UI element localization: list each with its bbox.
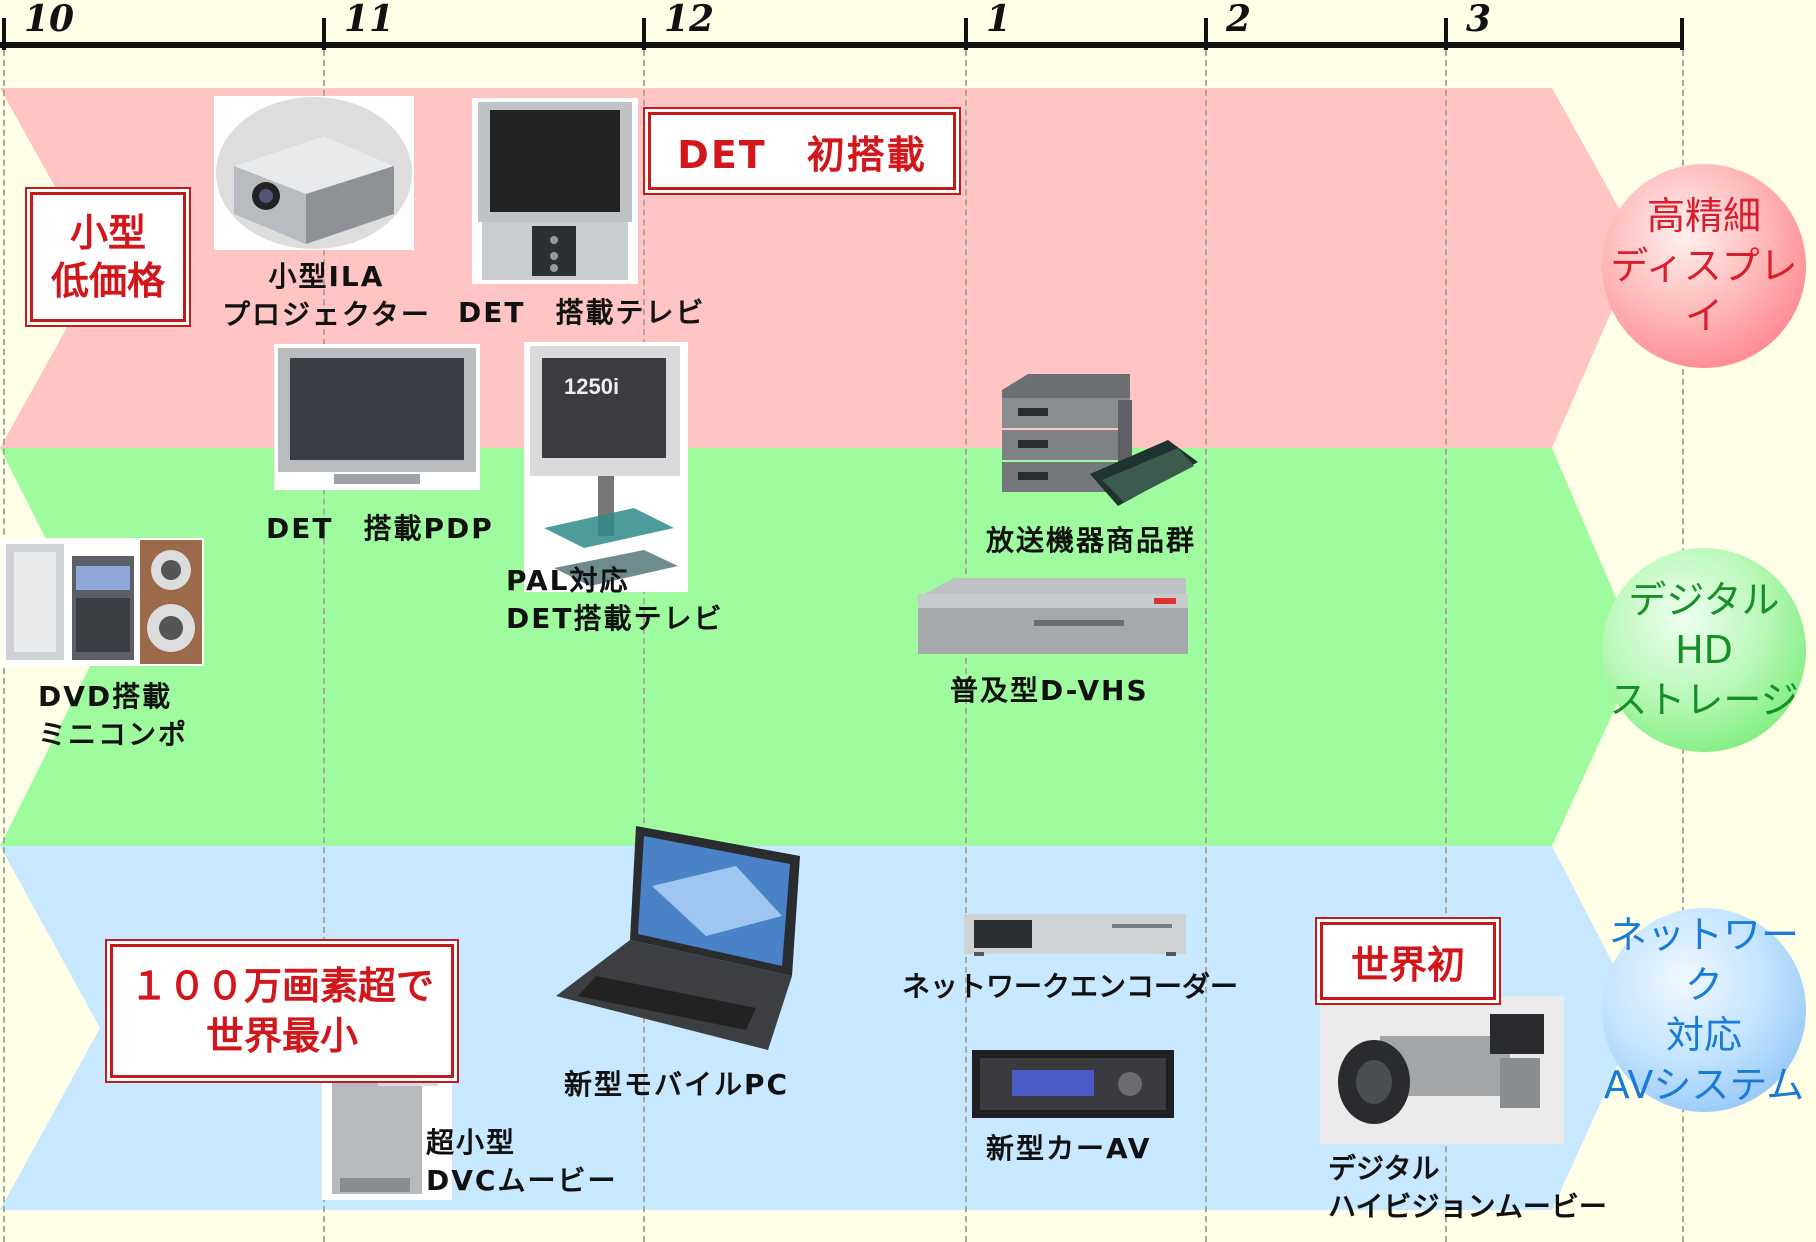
label-dvhs: 普及型D-VHS [950,674,1149,707]
label-hd-movie: デジタル ハイビジョンムービー [1328,1152,1607,1223]
month-label: 10 [24,0,75,40]
label-ila-projector: 小型ILA プロジェクター [222,260,431,331]
tick-12 [642,18,646,50]
pal-tv-image: 1250i [524,342,688,592]
category-circle-storage: デジタルHD ストレージ [1602,548,1806,752]
label-broadcast-equipment: 放送機器商品群 [986,524,1197,557]
callout-world-first: 世界初 [1320,922,1496,1000]
tick-1 [964,18,968,50]
tick-3 [1444,18,1448,50]
label-dvd-mini-combo: DVD搭載 ミニコンポ [38,680,189,751]
ila-projector-image [214,96,414,250]
tick-10 [2,18,6,50]
tick-end [1680,18,1684,50]
month-gridline [323,50,325,1242]
broadcast-equipment-image [1002,374,1198,506]
month-label: 12 [664,0,715,40]
callout-smallest: １００万画素超で 世界最小 [110,944,454,1078]
category-circle-network: ネットワーク 対応 AVシステム [1602,908,1806,1112]
month-gridline [643,50,645,1242]
category-circle-display: 高精細 ディスプレイ [1602,164,1806,368]
mobile-pc-image [556,826,800,1050]
label-network-encoder: ネットワークエンコーダー [902,970,1239,1003]
det-pdp-image [274,344,480,490]
label-mobile-pc: 新型モバイルPC [564,1068,790,1101]
det-tv-image [472,98,638,284]
dvhs-deck-image [918,578,1188,654]
label-det-tv: DET 搭載テレビ [458,296,706,329]
month-label: 1 [986,0,1012,40]
pal-screen-text: 1250i [564,374,619,399]
callout-small-low-price: 小型 低価格 [30,192,186,322]
timeline-line [0,42,1684,48]
month-label: 3 [1466,0,1492,40]
band-storage [0,448,1640,846]
tick-11 [322,18,326,50]
car-av-image [972,1050,1174,1118]
month-label: 11 [344,0,395,40]
tick-2 [1204,18,1208,50]
month-gridline [1445,50,1447,1242]
month-label: 2 [1226,0,1252,40]
label-det-pdp: DET 搭載PDP [266,512,494,545]
label-car-av: 新型カーAV [986,1132,1152,1165]
label-dvc-movie: 超小型 DVCムービー [426,1126,618,1197]
label-pal-tv: PAL対応 DET搭載テレビ [506,564,724,635]
callout-det-first: DET 初搭載 [648,112,956,190]
hd-movie-camera-image [1320,996,1564,1144]
dvd-mini-combo-image [2,538,204,666]
network-encoder-image [964,914,1186,956]
month-gridline [1205,50,1207,1242]
